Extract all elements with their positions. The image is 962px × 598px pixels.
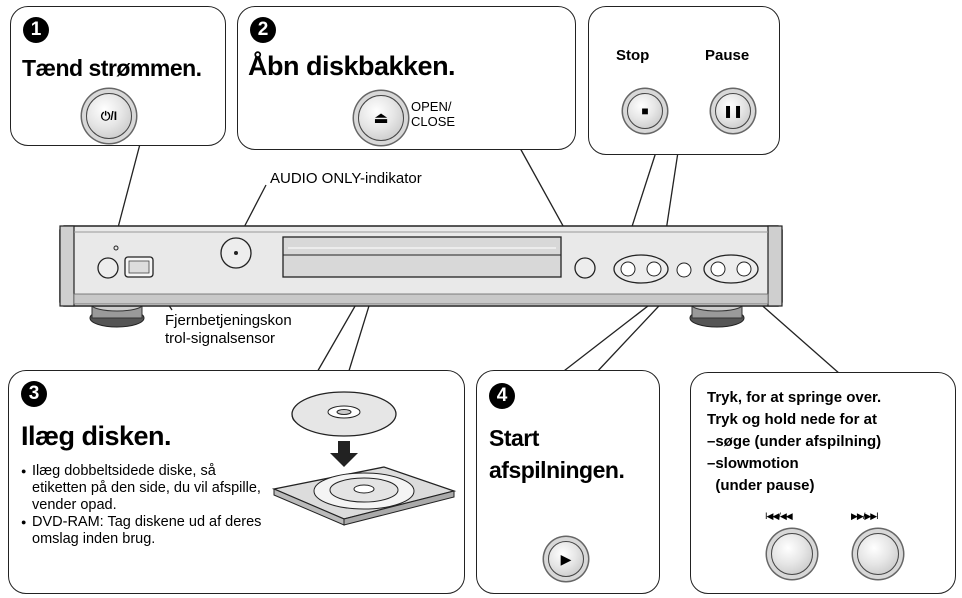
disc-insert-illustration xyxy=(271,391,457,526)
player-open-close-button xyxy=(574,257,596,279)
skip-line-5: (under pause) xyxy=(707,477,815,494)
play-icon: ▶ xyxy=(560,550,572,567)
step3-number: 3 xyxy=(21,381,47,407)
stop-button[interactable]: ■ xyxy=(627,93,663,129)
player-play-button xyxy=(676,262,692,278)
step4-number: 4 xyxy=(489,383,515,409)
stop-pause-box: Stop Pause ■ ❚❚ xyxy=(588,6,780,155)
eject-icon: ⏏ xyxy=(373,110,389,127)
step3-instructions: Ilæg dobbeltsidede diske, så etiketten p… xyxy=(21,463,273,548)
step1-number: 1 xyxy=(23,17,49,43)
stop-label: Stop xyxy=(616,47,650,64)
disc-tray-slot xyxy=(282,236,562,278)
step1-title: Tænd strømmen. xyxy=(22,55,202,81)
pause-icon: ❚❚ xyxy=(722,104,744,118)
open-close-label-line2: CLOSE xyxy=(411,114,456,129)
step2-box: 2 Åbn diskbakken. ⏏ OPEN/ CLOSE xyxy=(237,6,576,150)
step3-bullet-2: DVD-RAM: Tag diskene ud af deres omslag … xyxy=(21,514,273,548)
audio-only-label: AUDIO ONLY-indikator xyxy=(270,170,422,187)
stop-icon: ■ xyxy=(641,104,649,118)
skip-line-2: Tryk og hold nede for at xyxy=(707,411,878,428)
step3-bullet-1: Ilæg dobbeltsidede diske, så etiketten p… xyxy=(21,463,273,514)
skip-line-4: –slowmotion xyxy=(707,455,799,472)
power-button[interactable]: ⏻/I xyxy=(86,93,132,139)
open-close-button[interactable]: ⏏ xyxy=(358,95,404,141)
power-icon: ⏻/I xyxy=(100,108,118,123)
sensor-label-line2: trol-signalsensor xyxy=(165,330,276,347)
pause-label: Pause xyxy=(705,47,750,64)
step4-box: 4 Start afspilningen. ▶ xyxy=(476,370,660,594)
back-label: I◀◀/◀◀ xyxy=(765,511,793,521)
skip-search-box: Tryk, for at springe over. Tryk og hold … xyxy=(690,372,956,594)
play-button[interactable]: ▶ xyxy=(548,541,584,577)
step4-title-line1: Start xyxy=(489,425,539,451)
player-power-button xyxy=(97,257,119,279)
forward-label: ▶▶/▶▶I xyxy=(851,511,879,521)
skip-line-1: Tryk, for at springe over. xyxy=(707,389,882,406)
step1-box: 1 Tænd strømmen. ⏻/I xyxy=(10,6,226,146)
open-close-label-line1: OPEN/ xyxy=(411,99,452,114)
pause-button[interactable]: ❚❚ xyxy=(715,93,751,129)
step2-title: Åbn diskbakken. xyxy=(248,51,456,81)
skip-line-3: –søge (under afspilning) xyxy=(707,433,882,450)
step4-title-line2: afspilningen. xyxy=(489,457,625,483)
step2-number: 2 xyxy=(250,17,276,43)
skip-search-instructions: Tryk, for at springe over. Tryk og hold … xyxy=(707,387,881,497)
sensor-label-line1: Fjernbetjeningskon xyxy=(165,312,292,329)
skip-forward-button[interactable] xyxy=(857,533,899,575)
step3-title: Ilæg disken. xyxy=(21,421,172,451)
skip-back-button[interactable] xyxy=(771,533,813,575)
step3-box: 3 Ilæg disken. Ilæg dobbeltsidede diske,… xyxy=(8,370,465,594)
